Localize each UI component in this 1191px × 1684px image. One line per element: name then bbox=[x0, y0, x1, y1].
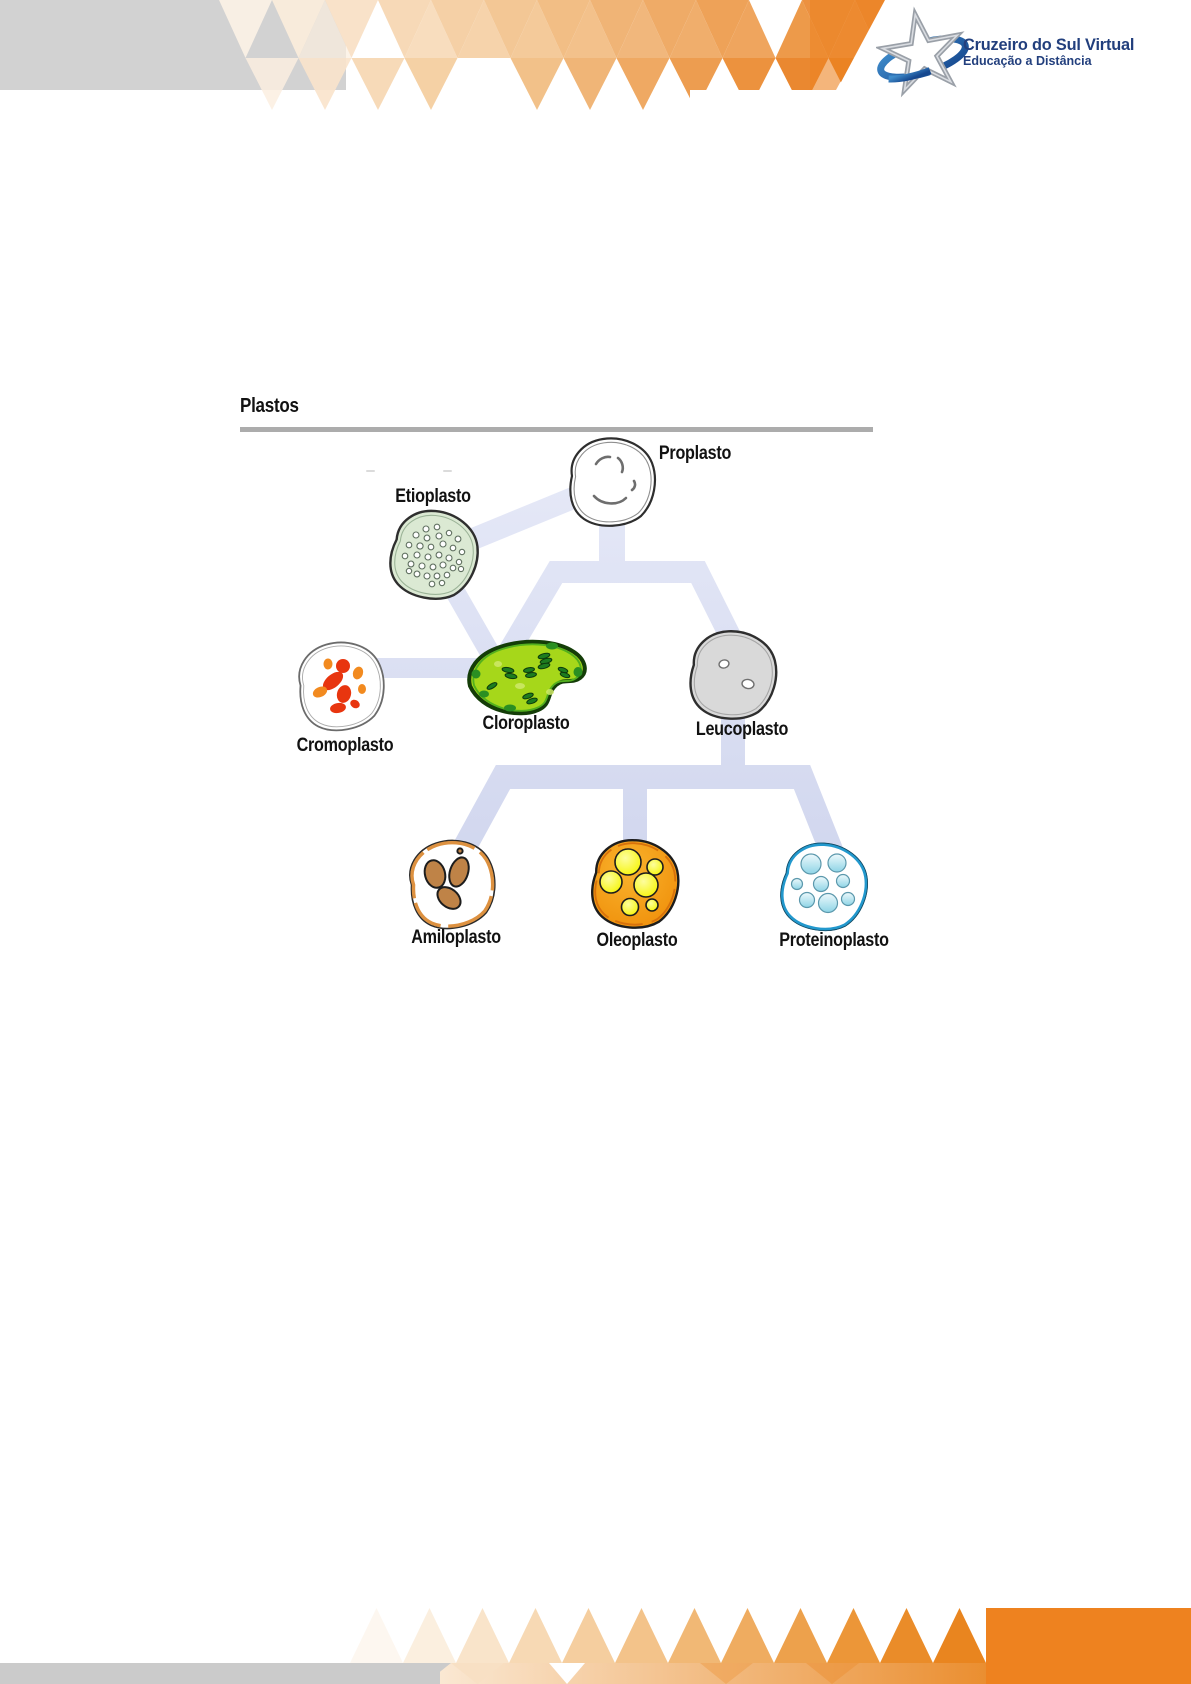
amiloplasto-cell bbox=[409, 839, 496, 930]
oleoplasto-cell bbox=[591, 838, 680, 929]
label-cromoplasto: Cromoplasto bbox=[296, 735, 394, 756]
label-etioplasto: Etioplasto bbox=[395, 486, 471, 507]
logo-title: Cruzeiro do Sul Virtual bbox=[963, 35, 1135, 54]
title-rule bbox=[240, 427, 873, 432]
diagram-title: Plastos bbox=[240, 395, 299, 417]
logo-subtitle: Educação a Distância bbox=[963, 54, 1092, 68]
label-proplasto: Proplasto bbox=[658, 443, 732, 464]
smudge-mark bbox=[366, 470, 375, 472]
footer-pattern bbox=[0, 1608, 1191, 1684]
label-oleoplasto: Oleoplasto bbox=[596, 930, 678, 951]
cromoplasto-cell bbox=[298, 641, 385, 732]
star-orbit-icon bbox=[876, 6, 969, 98]
leucoplasto-cell bbox=[689, 630, 778, 720]
etioplasto-cell bbox=[389, 509, 479, 600]
lineage-connectors bbox=[345, 471, 845, 860]
label-cloroplasto: Cloroplasto bbox=[482, 713, 570, 734]
cloroplasto-cell bbox=[467, 639, 587, 716]
label-proteinoplasto: Proteinoplasto bbox=[779, 930, 889, 951]
smudge-mark bbox=[443, 470, 452, 472]
proplasto-cell bbox=[569, 437, 656, 527]
label-amiloplasto: Amiloplasto bbox=[411, 927, 501, 948]
label-leucoplasto: Leucoplasto bbox=[695, 719, 789, 740]
proteinoplasto-cell bbox=[780, 842, 868, 932]
